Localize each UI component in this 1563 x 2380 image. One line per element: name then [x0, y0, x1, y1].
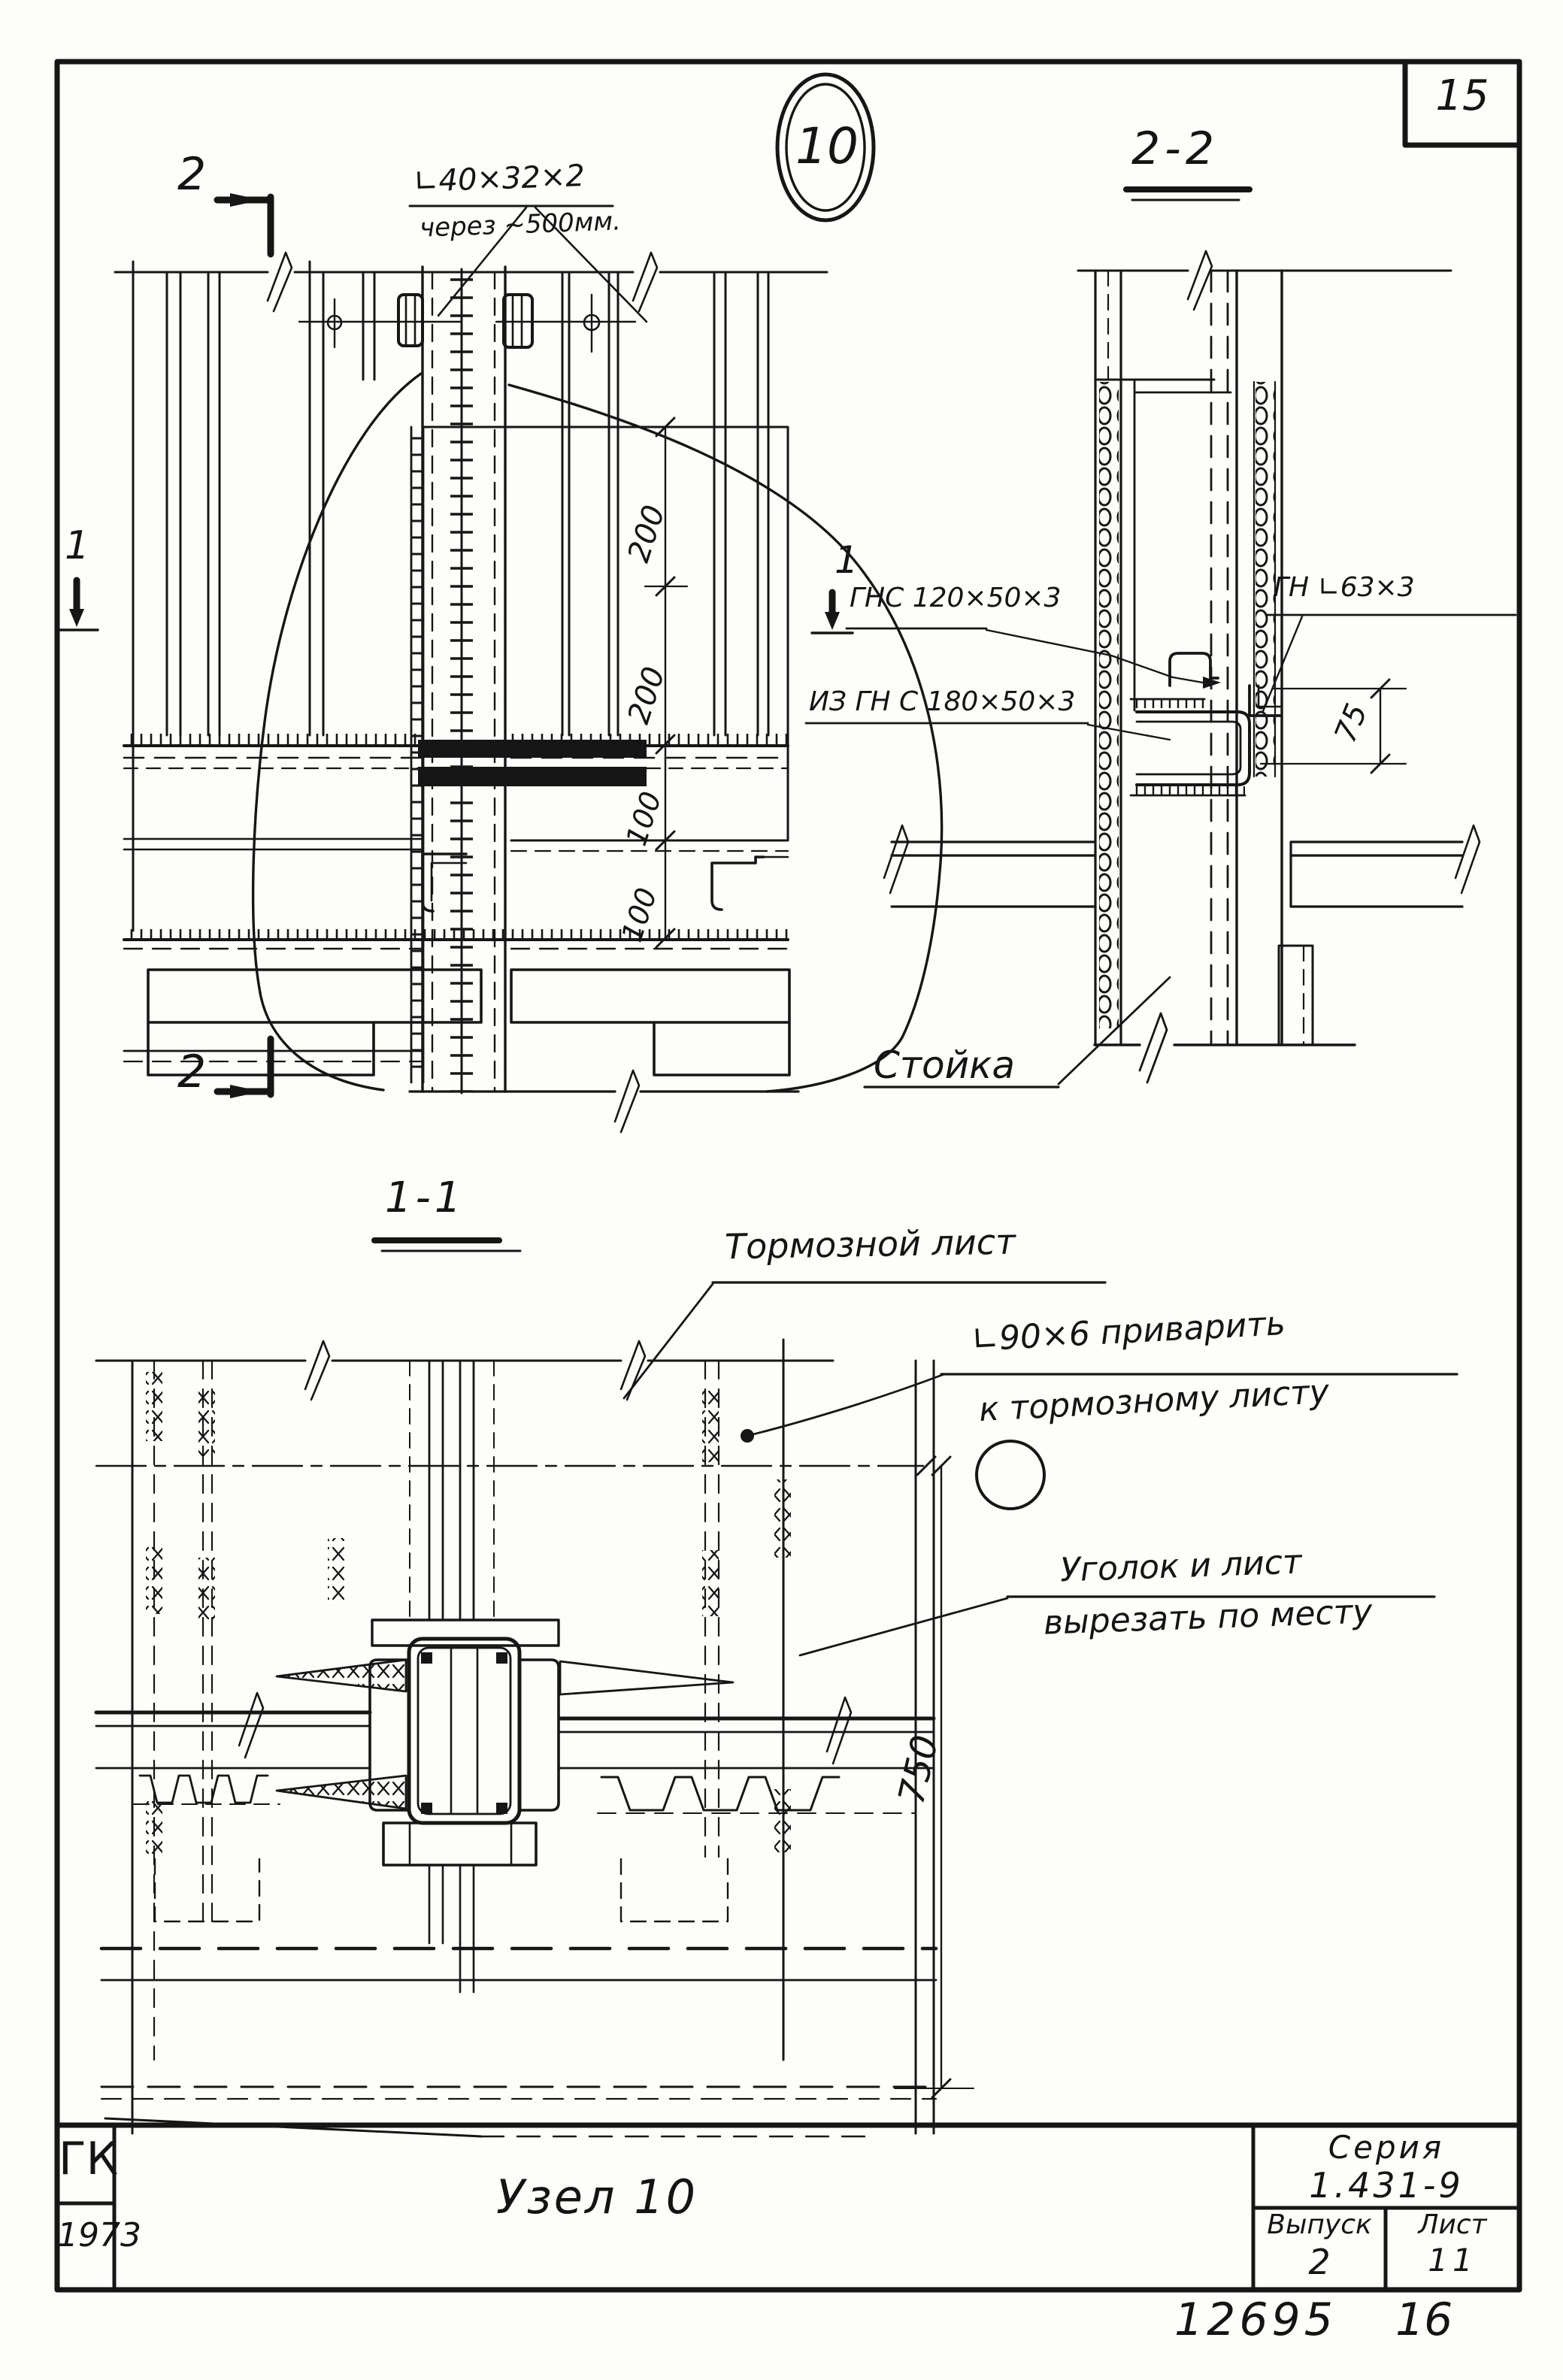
label-iz-gn-channel: ИЗ ГН С 180×50×3: [809, 686, 1076, 717]
sheet-corner-number: 15: [1435, 71, 1489, 120]
node-badge-number: 10: [795, 117, 859, 175]
annotation-angle-spacing-line1: ∟40×32×2: [413, 159, 586, 199]
sheet-frame: [54, 59, 1522, 2293]
cut-mark-2-bottom: 2: [177, 1046, 207, 1098]
page-number: 16: [1395, 2294, 1453, 2346]
cut-mark-1-right: 1: [835, 538, 859, 582]
view-section-2-2: [804, 250, 1517, 1089]
annotation-angle-spacing-line2: через ~500мм.: [419, 206, 622, 244]
issue-value: 2: [1308, 2242, 1331, 2282]
doc-number: 12695: [1174, 2294, 1337, 2346]
cut-mark-1-left: 1: [65, 523, 90, 568]
stamp-org: ГК: [59, 2133, 119, 2185]
label-gn-angle: ГН ∟63×3: [1274, 572, 1415, 603]
label-tormoznoy-list: Тормозной лист: [724, 1221, 1016, 1267]
sheet-label: Лист: [1418, 2209, 1487, 2240]
sheet-value: 11: [1428, 2242, 1477, 2279]
section-label-1-1: 1-1: [385, 1173, 465, 1222]
view-elevation: [114, 204, 944, 1134]
section-cut-marks: [56, 72, 1253, 1252]
cut-mark-2-top: 2: [177, 148, 207, 201]
view-section-1-1: [94, 1281, 1458, 2138]
label-stoika: Стойка: [874, 1043, 1015, 1087]
section-label-2-2: 2-2: [1131, 123, 1219, 175]
series-label: Серия: [1328, 2129, 1445, 2166]
series-value: 1.431-9: [1309, 2165, 1464, 2206]
annotation-cut-line1: Уголок и лист: [1059, 1543, 1303, 1590]
drawing-title: Узел 10: [496, 2170, 698, 2224]
stamp-year: 1973: [57, 2216, 141, 2254]
label-gns-profile: ГНС 120×50×3: [850, 583, 1062, 613]
issue-label: Выпуск: [1267, 2209, 1372, 2240]
